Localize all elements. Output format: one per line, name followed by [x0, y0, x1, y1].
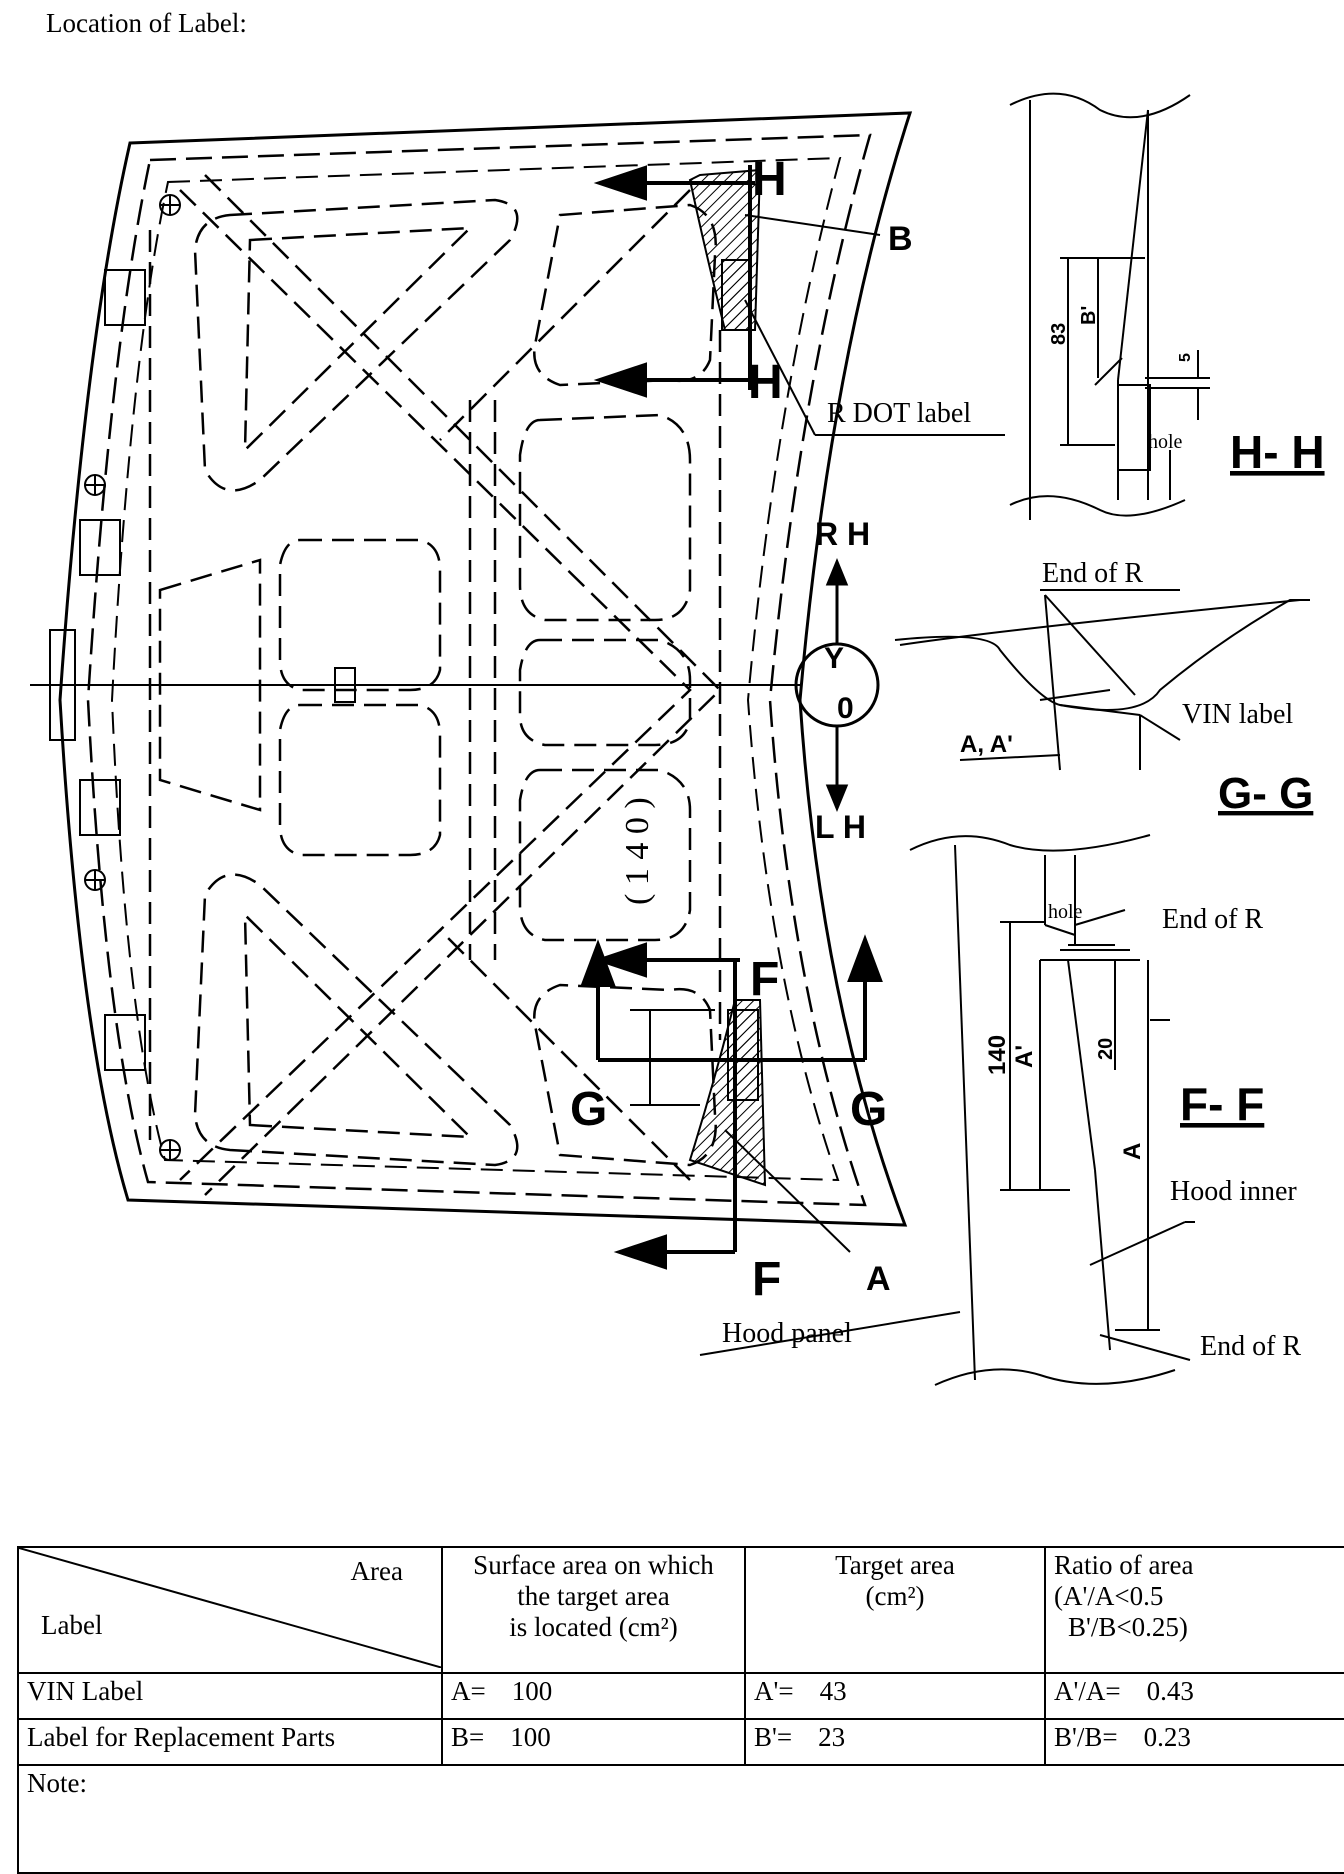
section-arrows	[580, 165, 883, 1270]
section-gg-a-a-prime: A, A'	[960, 731, 1013, 758]
dim-140-label: ( 1 4 0 )	[619, 797, 656, 905]
section-gg-detail	[894, 589, 1310, 771]
orientation-y: Y	[824, 642, 844, 675]
section-h-top: H	[752, 153, 787, 206]
header-target: Target area (cm²)	[744, 1546, 1046, 1674]
orientation-zero: 0	[837, 692, 854, 725]
row-label: VIN Label	[17, 1672, 443, 1720]
label-area-table: Area Label Surface area on which the tar…	[17, 1546, 1344, 1874]
section-hh-dim-83: 83	[1048, 323, 1070, 345]
section-ff-dim-140: 140	[984, 1035, 1011, 1075]
label-areas	[688, 168, 767, 1187]
section-hh-title: H- H	[1230, 426, 1325, 478]
table-row: VIN Label A=100 A'=43 A'/A=0.43	[17, 1672, 1344, 1720]
section-ff-end-of-r-bottom: End of R	[1200, 1331, 1301, 1362]
header-area-label-cell: Area Label	[17, 1546, 443, 1674]
section-ff-dim-a-prime: A'	[1011, 1045, 1038, 1068]
hood-diagram: ( 1 4 0 ) B R DOT label A Hood panel H H…	[30, 92, 1325, 1386]
section-ff-hole: hole	[1048, 901, 1083, 923]
row-target: A'=43	[744, 1672, 1046, 1720]
section-gg-end-of-r: End of R	[1042, 558, 1143, 589]
section-gg-title: G- G	[1218, 769, 1313, 818]
row-surface: B=100	[441, 1718, 746, 1766]
dim-140-main	[630, 1009, 715, 1106]
section-ff-end-of-r-top: End of R	[1162, 904, 1263, 935]
table-row: Label for Replacement Parts B=100 B'=23 …	[17, 1718, 1344, 1766]
fastener-symbols	[49, 194, 356, 1161]
hood-outline	[30, 111, 913, 1227]
row-surface: A=100	[441, 1672, 746, 1720]
section-ff-dim-a: A	[1119, 1143, 1146, 1160]
callout-r-dot-label: R DOT label	[827, 398, 971, 429]
r-dot-label-area	[721, 259, 751, 331]
row-target: B'=23	[744, 1718, 1046, 1766]
row-ratio: B'/B=0.23	[1044, 1718, 1344, 1766]
section-f-bottom: F	[752, 1253, 781, 1306]
section-ff-hood-inner: Hood inner	[1170, 1176, 1297, 1207]
callout-a: A	[866, 1260, 891, 1298]
orientation-rh: R H	[815, 516, 870, 552]
leader-lines	[699, 214, 1005, 1356]
orientation-symbol	[794, 558, 880, 812]
section-f-top: F	[750, 953, 779, 1006]
header-surface: Surface area on which the target area is…	[441, 1546, 746, 1674]
section-ff-dim-20: 20	[1095, 1038, 1117, 1060]
header-ratio: Ratio of area (A'/A<0.5 B'/B<0.25)	[1044, 1546, 1344, 1674]
header-area: Area	[350, 1556, 403, 1586]
section-hh-dim-5: 5	[1177, 353, 1194, 362]
header-diagonal	[19, 1548, 443, 1668]
section-hh-dim-b-prime: B'	[1078, 306, 1100, 325]
page-title: Location of Label:	[46, 8, 247, 38]
section-ff-title: F- F	[1180, 1078, 1264, 1130]
row-ratio: A'/A=0.43	[1044, 1672, 1344, 1720]
section-hh-detail	[1009, 92, 1210, 520]
header-label: Label	[41, 1610, 103, 1640]
section-g-right: G	[850, 1083, 887, 1136]
callout-b: B	[888, 220, 913, 258]
section-hh-hole: hole	[1148, 431, 1183, 453]
hood-inner-structure	[148, 174, 722, 1196]
note-cell: Note:	[17, 1764, 1344, 1874]
section-ff-detail	[909, 834, 1195, 1386]
section-gg-vin-label: VIN label	[1182, 699, 1293, 730]
row-label: Label for Replacement Parts	[17, 1718, 443, 1766]
section-g-left: G	[570, 1083, 607, 1136]
callout-hood-panel: Hood panel	[722, 1318, 852, 1349]
vin-label-area	[727, 1009, 759, 1101]
section-h-bottom: H	[748, 356, 783, 409]
orientation-lh: L H	[815, 809, 866, 845]
